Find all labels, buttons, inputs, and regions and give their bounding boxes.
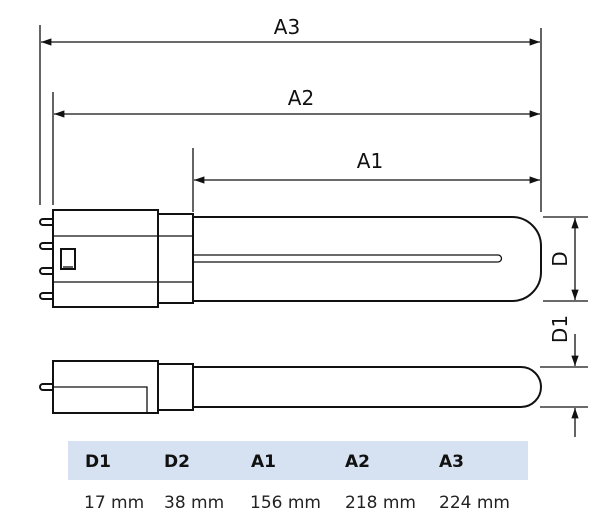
pin xyxy=(39,383,53,391)
dimensions-table: D1 D2 A1 A2 A3 17 mm 38 mm 156 mm 218 mm… xyxy=(68,441,528,513)
lamp-base xyxy=(52,209,159,308)
a3-label: A3 xyxy=(274,15,300,39)
d-label: D xyxy=(548,251,572,266)
pins xyxy=(39,218,53,300)
a1-label: A1 xyxy=(357,149,383,173)
dimension-a2: A2 xyxy=(54,86,540,118)
lamp-front-view xyxy=(39,209,542,308)
dimension-a3: A3 xyxy=(41,15,540,46)
lamp-tube xyxy=(193,216,542,302)
table-header: A1 xyxy=(251,452,276,472)
table-header: D1 xyxy=(85,452,111,472)
table-cell: 38 mm xyxy=(164,493,224,513)
d1-label: D1 xyxy=(548,315,572,343)
table-cell: 156 mm xyxy=(250,493,321,513)
lamp-collar-side xyxy=(157,363,194,411)
table-header: A3 xyxy=(439,452,464,472)
base-latch xyxy=(60,248,76,270)
a2-label: A2 xyxy=(288,86,314,110)
table-cell: 17 mm xyxy=(84,493,144,513)
lamp-collar xyxy=(157,213,194,304)
tube-slit xyxy=(193,254,503,263)
lamp-tube-side xyxy=(193,366,542,408)
table-header-bg xyxy=(68,441,528,480)
table-cell: 224 mm xyxy=(439,493,510,513)
dimension-d1: D1 xyxy=(548,315,579,437)
table-header: D2 xyxy=(164,452,190,472)
lamp-side-view xyxy=(39,360,542,414)
dimension-d: D xyxy=(548,217,579,300)
table-cell: 218 mm xyxy=(345,493,416,513)
dimension-a1: A1 xyxy=(193,149,540,184)
extension-lines xyxy=(39,25,588,408)
table-header: A2 xyxy=(345,452,370,472)
